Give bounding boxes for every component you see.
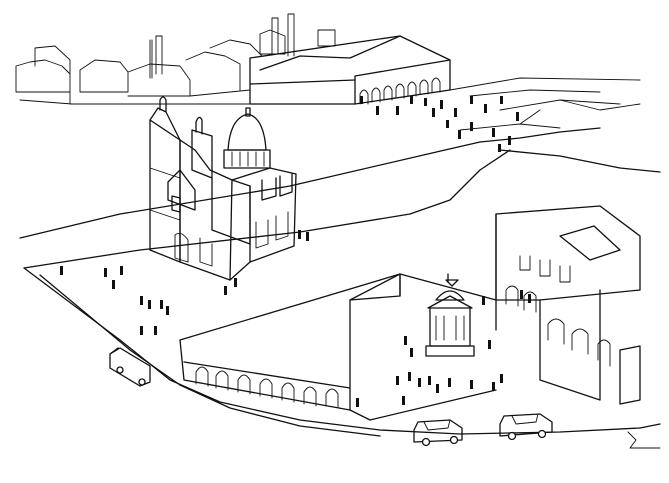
plaza-kiosk [349,273,497,421]
church [149,96,297,281]
streets [19,127,661,449]
vehicle-car-right [499,413,553,441]
vehicle-van-left [109,347,151,387]
back-market-plaza [449,77,641,131]
people-figures [60,96,531,407]
right-courtyard-building [495,205,641,405]
lower-arcade-building [179,273,401,411]
vehicle-car-center [413,419,463,447]
distant-chimneys [149,13,336,79]
distant-houses-left [15,39,263,105]
back-arcade-building [249,35,451,105]
